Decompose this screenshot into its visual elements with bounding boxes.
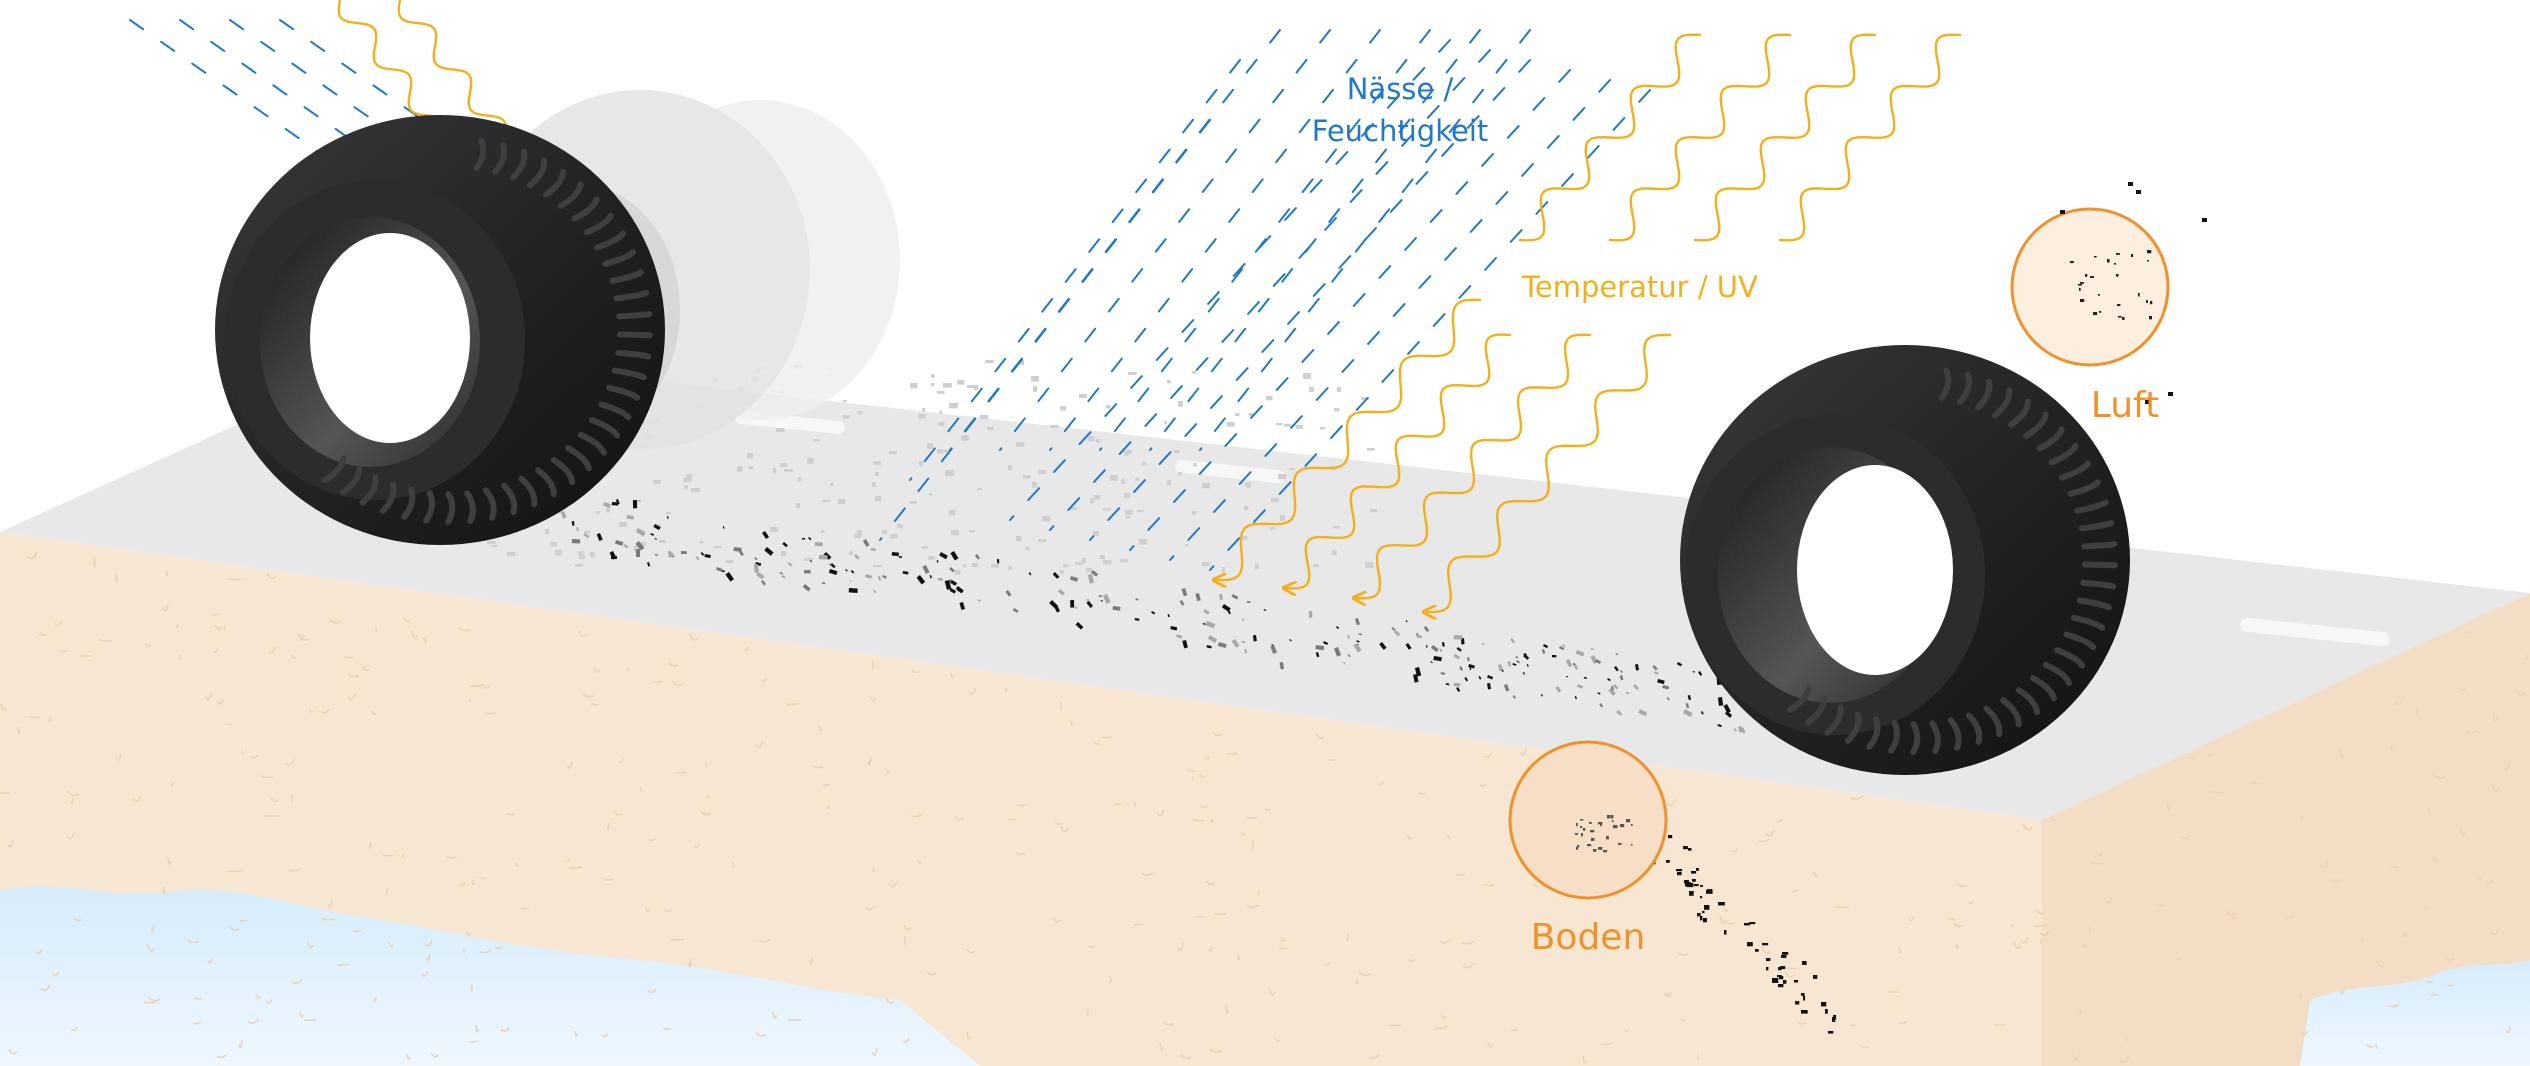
tire-icon [215,115,665,545]
moisture-dash-line [1129,69,1571,551]
water-right [2300,960,2530,1066]
soil-side-face [2042,593,2530,1066]
moisture-label-line2: Feuchtigkeit [1311,114,1489,149]
soil-texture [0,551,2529,1065]
moisture-dash-line [909,59,1241,481]
heat-wave-line [1355,333,1592,599]
heat-wave-line [1608,33,1792,242]
circle-magnifier-icon [2010,207,2170,367]
heat-wave-line [1215,298,1482,580]
airborne-particles [2060,182,2207,404]
moisture-dash-line [1049,49,1491,531]
heat-wave-line [1425,333,1672,612]
moisture-dash-line [999,29,1331,451]
heat-wave-line [1693,33,1877,242]
temperature-label: Temperatur / UV [1522,270,1758,304]
water-left [0,886,980,1066]
moisture-dash-line [1169,79,1611,561]
moisture-label-line1: Nässe / [1346,72,1454,106]
moisture-dash-line [1089,59,1531,541]
tire-icon [1680,345,2130,775]
soil-label: Boden [1530,917,1646,958]
moisture-dash-line [1099,29,1431,451]
soil-front-face [0,532,2042,1066]
air-label: Luft [2090,385,2160,426]
moisture-dash-line [1149,29,1481,451]
heat-wave-line [1778,33,1962,242]
circle-magnifier-icon [1508,740,1668,900]
moisture-dash-line [1209,89,1651,571]
heat-wave-line [1518,33,1702,242]
tire-wear-particles [549,497,1837,1034]
moisture-dash-line [1009,39,1451,521]
moisture-label: Nässe / Feuchtigkeit [1270,68,1530,152]
moisture-dash-line [1049,29,1381,451]
heat-wave-line [1285,333,1512,589]
moisture-dash-line [879,119,1211,541]
